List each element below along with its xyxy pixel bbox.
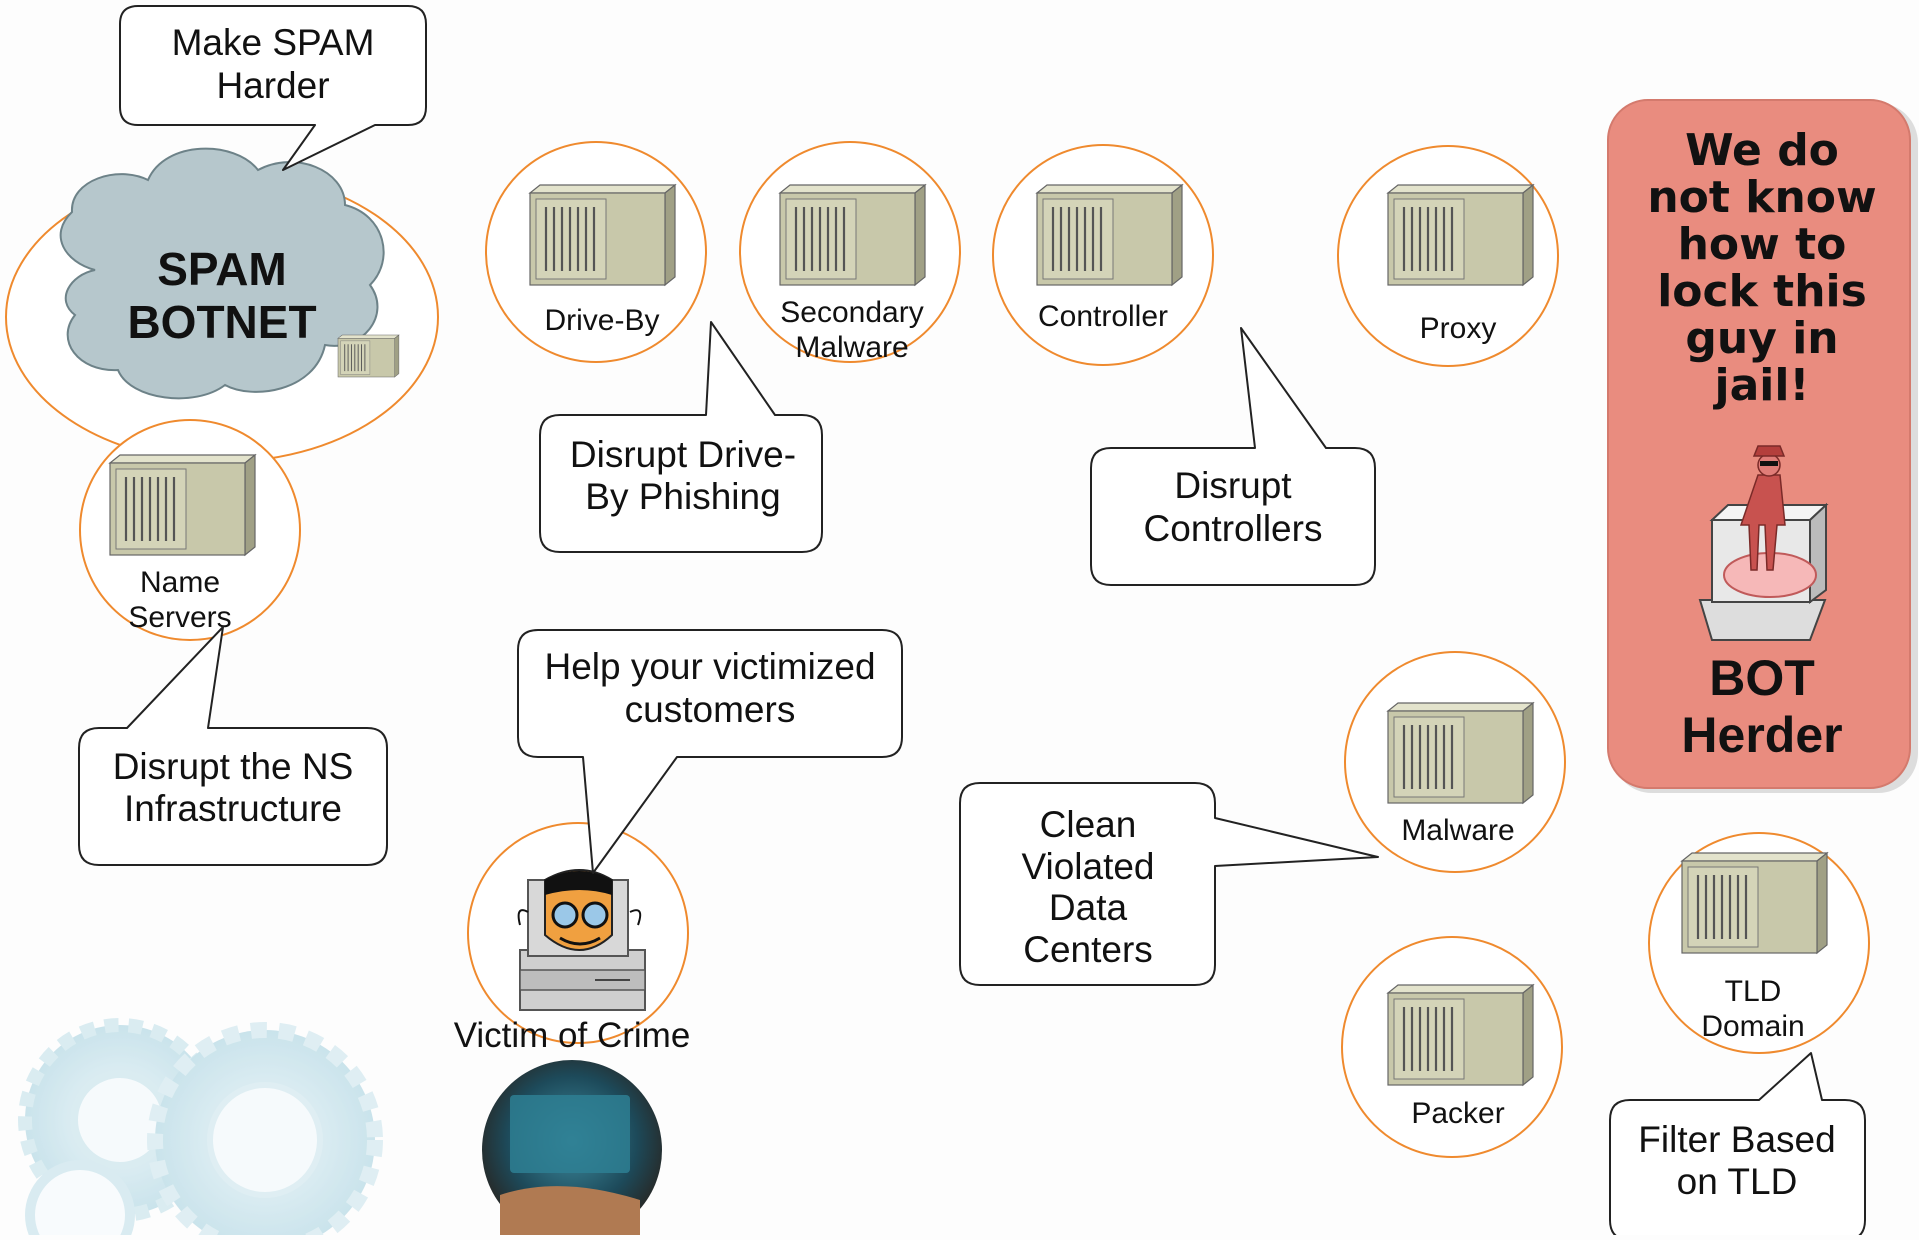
server-icon bbox=[108, 453, 257, 557]
secondary-malware-label-line2: Malware bbox=[795, 331, 908, 364]
callout-spam-line2: Harder bbox=[216, 65, 329, 106]
herder-message-line-2: not know bbox=[1647, 172, 1876, 223]
callout-victims-line2: customers bbox=[625, 689, 796, 730]
drive-by-node: Drive-By bbox=[485, 141, 707, 363]
callout-drive-by-line1: Disrupt Drive- bbox=[570, 434, 796, 475]
callout-tld-line1: Filter Based bbox=[1638, 1119, 1835, 1160]
cloud-icon bbox=[59, 147, 385, 400]
bot-server-icon bbox=[337, 334, 400, 378]
herder-message-line-6: jail! bbox=[1712, 360, 1809, 411]
tld-domain-node: TLD Domain bbox=[1648, 832, 1870, 1054]
server-icon bbox=[778, 183, 927, 287]
controller-node: Controller bbox=[992, 144, 1214, 366]
callout-ns: Disrupt the NS Infrastructure bbox=[78, 626, 388, 866]
callout-victims-line1: Help your victimized bbox=[544, 646, 875, 687]
masked-face-icon bbox=[517, 869, 642, 951]
server-icon bbox=[1386, 183, 1535, 287]
name-servers-label-line2: Servers bbox=[128, 601, 231, 634]
secondary-malware-label-line1: Secondary bbox=[780, 296, 923, 329]
callout-data-centers-line4: Centers bbox=[1023, 929, 1153, 970]
malware-label: Malware bbox=[1401, 814, 1514, 847]
secondary-malware-node: Secondary Malware bbox=[739, 141, 961, 364]
packer-label: Packer bbox=[1411, 1097, 1504, 1130]
callout-tld: Filter Based on TLD bbox=[1609, 1052, 1866, 1240]
callout-tld-line2: on TLD bbox=[1677, 1161, 1798, 1202]
gear-decoration-icon bbox=[18, 1018, 383, 1240]
burglar-figure-icon bbox=[1739, 445, 1786, 571]
victim-node: Victim of Crime bbox=[454, 822, 691, 1055]
herder-message-line-4: lock this bbox=[1657, 266, 1867, 317]
drive-by-label: Drive-By bbox=[544, 304, 659, 337]
herder-message-line-3: how to bbox=[1678, 219, 1847, 270]
herder-message-line-5: guy in bbox=[1685, 313, 1838, 364]
callout-data-centers-line1: Clean bbox=[1040, 804, 1137, 845]
proxy-node: Proxy bbox=[1337, 145, 1559, 367]
server-icon bbox=[1035, 183, 1184, 287]
tld-domain-label-line1: TLD bbox=[1725, 975, 1782, 1008]
callout-drive-by-line2: By Phishing bbox=[585, 476, 780, 517]
victim-label: Victim of Crime bbox=[454, 1016, 691, 1055]
callout-controllers-line2: Controllers bbox=[1144, 508, 1323, 549]
botnet-title-line1: SPAM bbox=[157, 243, 287, 295]
bot-herder-panel: We do not know how to lock this guy in j… bbox=[1607, 99, 1918, 793]
callout-data-centers: Clean Violated Data Centers bbox=[959, 782, 1379, 986]
name-servers-node: Name Servers bbox=[79, 419, 301, 641]
callout-drive-by: Disrupt Drive- By Phishing bbox=[539, 321, 823, 553]
malware-node: Malware bbox=[1344, 651, 1566, 873]
callout-controllers: Disrupt Controllers bbox=[1090, 327, 1376, 586]
tld-domain-label-line2: Domain bbox=[1701, 1010, 1804, 1043]
callout-spam-line1: Make SPAM bbox=[172, 22, 375, 63]
callout-ns-line1: Disrupt the NS bbox=[113, 746, 354, 787]
controller-label: Controller bbox=[1038, 300, 1168, 333]
callout-ns-line2: Infrastructure bbox=[124, 788, 342, 829]
callout-victims: Help your victimized customers bbox=[517, 629, 903, 874]
bot-herder-title-line1: BOT bbox=[1709, 650, 1815, 706]
victim-photo-image bbox=[482, 1060, 662, 1240]
bot-herder-title-line2: Herder bbox=[1681, 707, 1842, 763]
proxy-label: Proxy bbox=[1420, 312, 1497, 345]
server-icon bbox=[1680, 851, 1829, 955]
packer-node: Packer bbox=[1341, 936, 1563, 1158]
server-icon bbox=[1386, 983, 1535, 1087]
name-servers-label-line1: Name bbox=[140, 566, 220, 599]
callout-data-centers-line2: Violated bbox=[1021, 846, 1154, 887]
server-icon bbox=[528, 183, 677, 287]
herder-message-line-1: We do bbox=[1685, 125, 1839, 176]
bot-herder-icon bbox=[1698, 445, 1829, 641]
server-icon bbox=[1386, 701, 1535, 805]
herder-message: We do not know how to lock this guy in j… bbox=[1647, 125, 1876, 411]
spam-botnet-group: SPAM BOTNET bbox=[5, 147, 439, 463]
callout-controllers-line1: Disrupt bbox=[1174, 465, 1292, 506]
callout-data-centers-line3: Data bbox=[1049, 887, 1128, 928]
botnet-title-line2: BOTNET bbox=[127, 296, 316, 348]
callout-make-spam-harder: Make SPAM Harder bbox=[119, 5, 427, 171]
